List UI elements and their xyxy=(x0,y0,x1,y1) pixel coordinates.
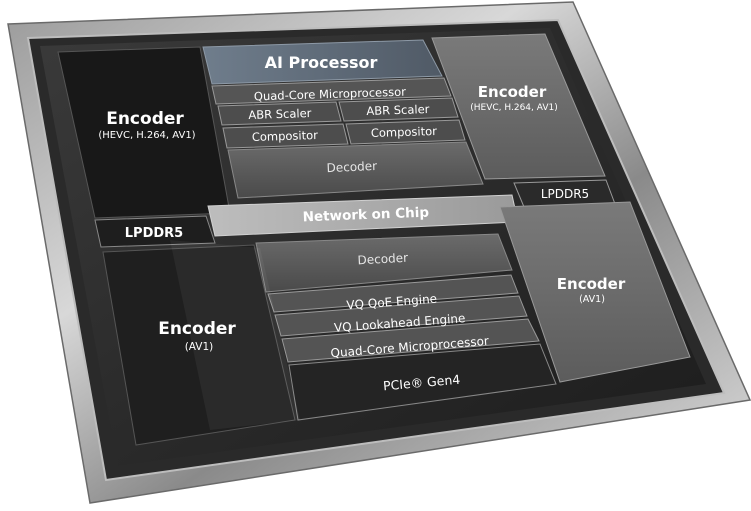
decoder-bottom-block xyxy=(255,233,513,293)
compositor-1-block xyxy=(222,123,349,149)
pcie-block xyxy=(288,343,557,421)
decoder-top-block xyxy=(227,141,484,199)
ai-processor-block xyxy=(202,39,443,85)
compositor-2-block xyxy=(345,119,466,145)
encoder-top-left-title: Encoder xyxy=(106,109,184,129)
abr-scaler-2-block xyxy=(338,97,459,122)
pcie-title: PCIe® Gen4 xyxy=(382,372,460,394)
decoder-top-title: Decoder xyxy=(326,159,377,175)
lpddr5-left-title: LPDDR5 xyxy=(125,226,183,241)
quad-core-bottom-block xyxy=(281,318,540,363)
encoder-bottom-right-title: Encoder xyxy=(557,275,626,293)
quad-core-top-title: Quad-Core Microprocessor xyxy=(254,85,407,104)
abr-scaler-2-title: ABR Scaler xyxy=(366,102,430,118)
gloss-reflection xyxy=(170,240,300,430)
encoder-top-right-title: Encoder xyxy=(478,83,547,101)
vq-qoe-block xyxy=(267,274,519,313)
encoder-bottom-right-sub: (AV1) xyxy=(579,294,605,305)
abr-scaler-1-block xyxy=(217,101,342,126)
lpddr5-left-block xyxy=(94,215,216,248)
encoder-bottom-left-sub: (AV1) xyxy=(185,341,214,353)
compositor-1-title: Compositor xyxy=(252,128,319,144)
compositor-2-title: Compositor xyxy=(371,124,438,140)
encoder-bottom-left-title: Encoder xyxy=(158,319,236,339)
vq-lookahead-block xyxy=(274,295,528,337)
abr-scaler-1-title: ABR Scaler xyxy=(248,106,312,122)
quad-core-top-block xyxy=(211,77,452,105)
network-on-chip-title: Network on Chip xyxy=(302,205,429,226)
ai-processor-title: AI Processor xyxy=(265,53,378,72)
vq-qoe-title: VQ QoE Engine xyxy=(346,292,438,313)
encoder-bottom-left-block xyxy=(102,244,296,446)
encoder-bottom-right-block xyxy=(499,201,691,383)
lpddr5-right-title: LPDDR5 xyxy=(541,187,589,201)
encoder-top-left-sub: (HEVC, H.264, AV1) xyxy=(98,130,195,141)
encoder-top-right-block xyxy=(431,33,606,180)
encoder-top-right-sub: (HEVC, H.264, AV1) xyxy=(470,103,557,113)
decoder-bottom-title: Decoder xyxy=(357,251,408,268)
